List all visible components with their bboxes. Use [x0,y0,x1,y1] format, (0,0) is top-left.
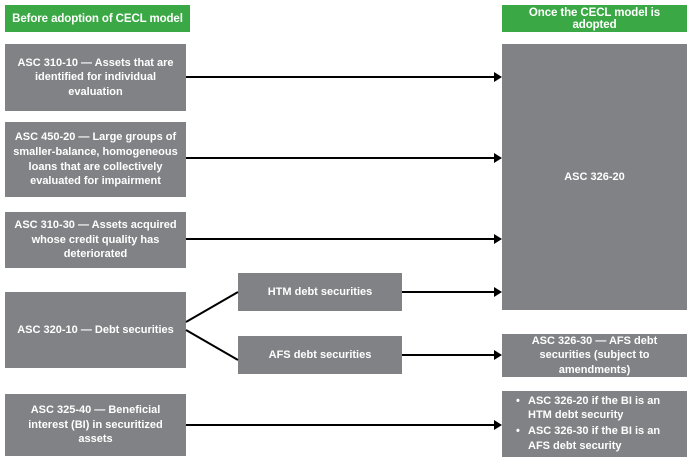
column-header-before: Before adoption of CECL model [5,5,190,32]
node-asc-325-40: ASC 325-40 — Beneficial interest (BI) in… [5,394,186,456]
fork-line-to-afs [185,329,239,361]
arrow-310-30-to-326-20-head [494,234,502,244]
list-item: ASC 326-20 if the BI is an HTM debt secu… [516,394,679,423]
node-asc-320-10: ASC 320-10 — Debt securities [5,292,186,368]
column-header-after: Once the CECL model is adopted [502,5,687,32]
node-asc-450-20-label: ASC 450-20 — Large groups of smaller-bal… [13,131,178,188]
list-item: ASC 326-30 if the BI is an AFS debt secu… [516,424,679,453]
node-asc-326-20: ASC 326-20 [502,44,687,310]
arrow-htm-to-326-20-head [494,287,502,297]
node-asc-325-40-label: ASC 325-40 — Beneficial interest (BI) in… [28,404,163,446]
node-asc-450-20: ASC 450-20 — Large groups of smaller-bal… [5,122,186,197]
arrow-310-10-to-326-20-head [494,72,502,82]
arrow-450-20-to-326-20-head [494,153,502,163]
node-asc-310-10-label: ASC 310-10 — Assets that are identified … [17,56,174,98]
arrow-310-30-to-326-20-line [186,238,498,240]
node-afs-debt-securities-label: AFS debt securities [268,348,372,361]
node-asc-326-beneficial-interest: ASC 326-20 if the BI is an HTM debt secu… [502,391,687,457]
node-asc-326-20-label: ASC 326-20 [564,170,625,183]
arrow-afs-to-326-30-head [494,350,502,360]
node-htm-debt-securities-label: HTM debt securities [267,285,373,298]
fork-line-to-htm [185,291,239,323]
node-htm-debt-securities: HTM debt securities [238,273,402,311]
arrow-325-40-to-bullets-head [494,420,502,430]
arrow-325-40-to-bullets-line [186,424,498,426]
arrow-afs-to-326-30-line [402,354,498,356]
node-asc-326-30: ASC 326-30 — AFS debt securities (subjec… [502,334,687,377]
node-asc-310-30-label: ASC 310-30 — Assets acquired whose credi… [14,219,177,261]
node-asc-320-10-label: ASC 320-10 — Debt securities [17,323,174,336]
arrow-450-20-to-326-20-line [186,157,498,159]
arrow-310-10-to-326-20-line [186,76,498,78]
bullet-list: ASC 326-20 if the BI is an HTM debt secu… [512,394,679,454]
arrow-htm-to-326-20-line [402,291,498,293]
node-asc-310-10: ASC 310-10 — Assets that are identified … [5,44,186,111]
node-asc-310-30: ASC 310-30 — Assets acquired whose credi… [5,212,186,268]
node-asc-326-30-label: ASC 326-30 — AFS debt securities (subjec… [531,334,658,376]
node-afs-debt-securities: AFS debt securities [238,336,402,374]
